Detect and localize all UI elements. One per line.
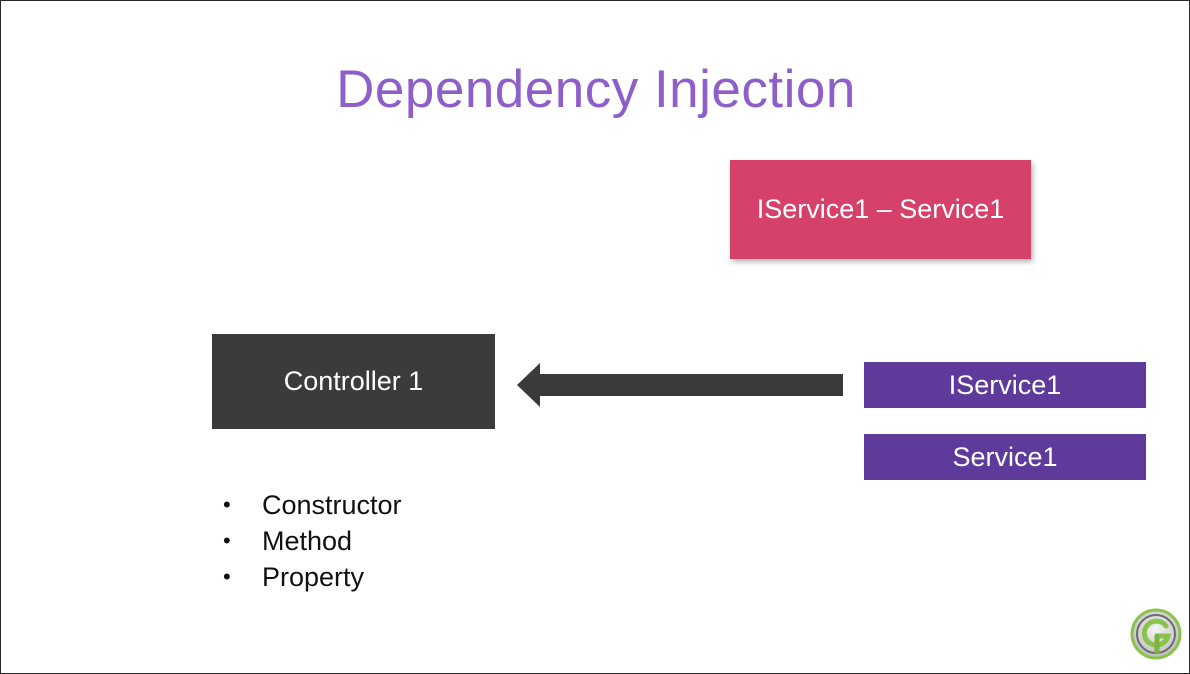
bullet-icon: • (223, 528, 231, 553)
slide-title: Dependency Injection (336, 60, 856, 119)
list-item-label: Property (262, 562, 365, 592)
list-item: • Property (223, 559, 402, 595)
controller-label: Controller 1 (283, 366, 424, 396)
injection-types-list: • Constructor • Method • Property (223, 487, 402, 595)
controller-box: Controller 1 (212, 334, 495, 429)
arrow-left-icon (517, 363, 843, 407)
interface-box: IService1 (864, 362, 1146, 408)
list-item: • Method (223, 523, 402, 559)
implementation-box: Service1 (864, 434, 1146, 480)
list-item-label: Method (262, 526, 353, 556)
list-item: • Constructor (223, 487, 402, 523)
list-item-label: Constructor (262, 490, 402, 520)
interface-label: IService1 (948, 369, 1062, 400)
bullet-icon: • (223, 492, 231, 517)
service-mapping-box: IService1 – Service1 (730, 160, 1031, 259)
g-logo-icon (1130, 608, 1182, 660)
bullet-icon: • (223, 564, 231, 589)
implementation-label: Service1 (952, 441, 1058, 472)
service-mapping-label: IService1 – Service1 (756, 194, 1005, 224)
